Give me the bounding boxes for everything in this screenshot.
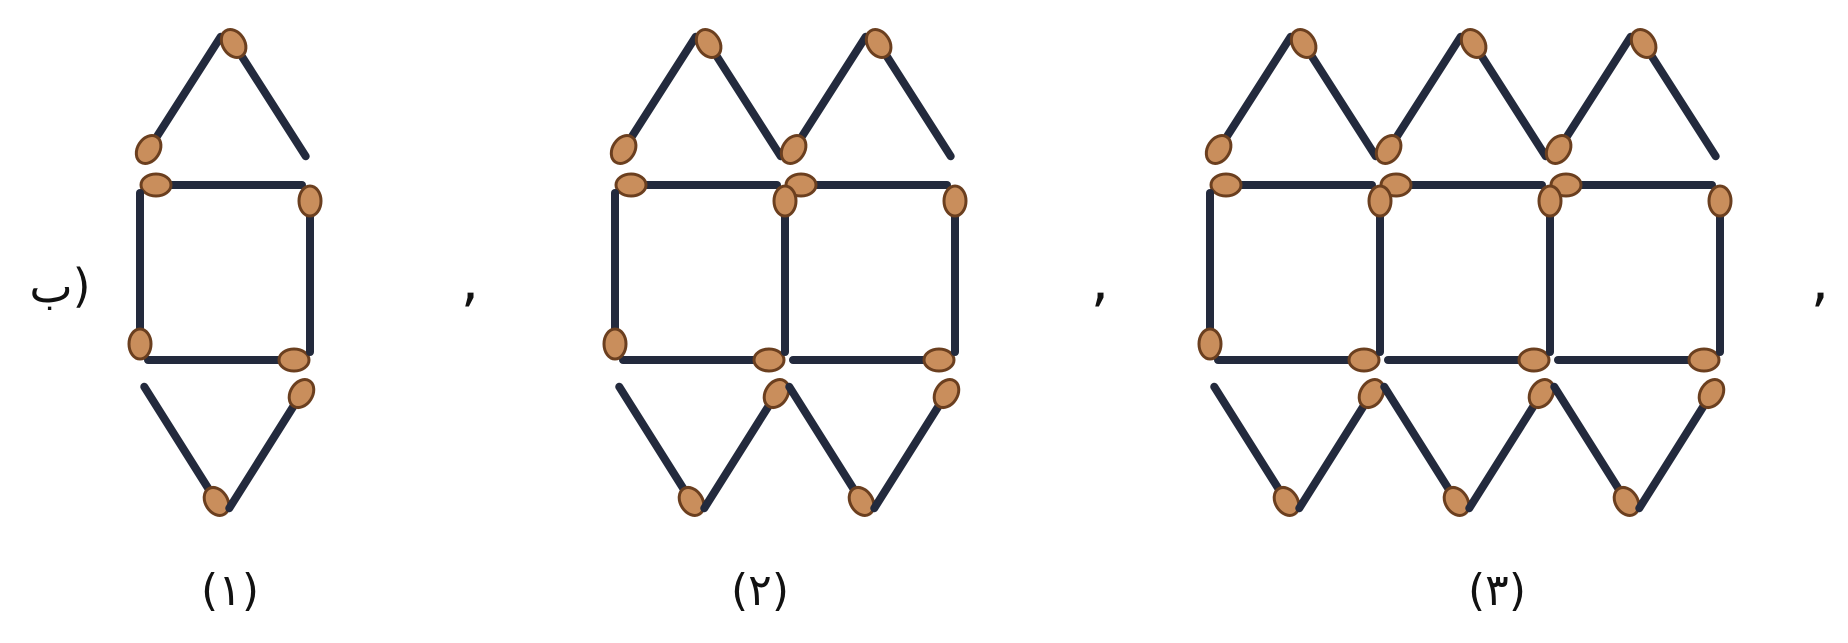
match-head [129, 329, 151, 359]
figure-3-label: (۳) [1468, 565, 1526, 616]
match-head [1539, 186, 1561, 216]
match-head [1199, 329, 1221, 359]
separator-comma-3: , [1811, 246, 1829, 314]
matchstick-top [1551, 174, 1712, 196]
matchstick-top [786, 174, 947, 196]
matchstick-vertical [129, 193, 151, 359]
match-head [604, 329, 626, 359]
matchstick-floor-left [789, 387, 879, 520]
matchstick-roof-right [1286, 25, 1375, 156]
matchstick-bottom [1558, 349, 1719, 371]
match-head [1369, 186, 1391, 216]
figure-2-label: (۲) [731, 565, 789, 616]
matchstick-floor-left [144, 387, 234, 520]
match-head [1211, 174, 1241, 196]
matchstick-floor-right [229, 375, 319, 508]
figure-2-matchsticks [604, 25, 966, 520]
matchstick-floor-left [1384, 387, 1474, 520]
matchstick-top [616, 174, 777, 196]
match-head [924, 349, 954, 371]
matchstick-roof-left [1201, 37, 1290, 168]
matchstick-vertical [1709, 186, 1731, 352]
matchstick-floor-right [1299, 375, 1389, 508]
matchstick-top [141, 174, 302, 196]
matchstick-floor-right [874, 375, 964, 508]
matchstick-bottom [1218, 349, 1379, 371]
match-head [279, 349, 309, 371]
matchstick-vertical [1369, 186, 1391, 352]
matchstick-roof-left [606, 37, 695, 168]
matchstick-top [1381, 174, 1542, 196]
matchstick-roof-left [1541, 37, 1630, 168]
part-label: ب) [29, 259, 90, 313]
matchstick-floor-right [704, 375, 794, 508]
figure-3-matchsticks [1199, 25, 1731, 520]
matchstick-vertical [299, 186, 321, 352]
separator-comma-2: , [1091, 246, 1109, 314]
matchstick-roof-right [691, 25, 780, 156]
matchstick-top [1211, 174, 1372, 196]
matchstick-roof-left [1371, 37, 1460, 168]
separator-comma-1: , [461, 246, 479, 314]
match-head [944, 186, 966, 216]
matchstick-vertical [774, 186, 796, 352]
match-head [1709, 186, 1731, 216]
matchstick-floor-left [1214, 387, 1304, 520]
match-head [1519, 349, 1549, 371]
matchstick-floor-left [1554, 387, 1644, 520]
figure-1: (۱) [129, 25, 321, 616]
match-head [774, 186, 796, 216]
matchstick-floor-left [619, 387, 709, 520]
matchstick-roof-right [861, 25, 950, 156]
matchstick-floor-right [1469, 375, 1559, 508]
match-head [299, 186, 321, 216]
figure-1-matchsticks [129, 25, 321, 520]
matchstick-roof-right [216, 25, 305, 156]
matchstick-bottom [793, 349, 954, 371]
figure-2: (۲) [604, 25, 966, 616]
matchstick-vertical [944, 186, 966, 352]
matchstick-vertical [1199, 193, 1221, 359]
matchstick-floor-right [1639, 375, 1729, 508]
matchstick-bottom [148, 349, 309, 371]
match-head [754, 349, 784, 371]
match-head [1689, 349, 1719, 371]
matchstick-roof-left [131, 37, 220, 168]
matchstick-bottom [623, 349, 784, 371]
matchstick-roof-left [776, 37, 865, 168]
match-head [616, 174, 646, 196]
match-head [141, 174, 171, 196]
figure-3: (۳) [1199, 25, 1731, 616]
matchstick-vertical [604, 193, 626, 359]
matchstick-roof-right [1626, 25, 1715, 156]
matchstick-bottom [1388, 349, 1549, 371]
matchstick-vertical [1539, 186, 1561, 352]
match-head [1349, 349, 1379, 371]
matchstick-roof-right [1456, 25, 1545, 156]
figure-1-label: (۱) [201, 565, 259, 616]
